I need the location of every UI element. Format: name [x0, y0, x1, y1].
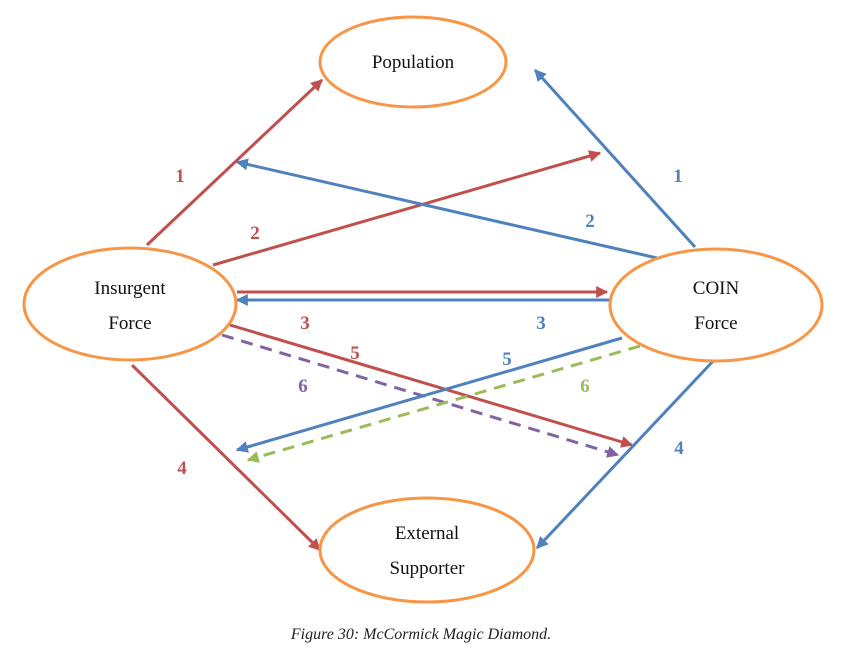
insurgent-edge-1 — [145, 78, 324, 247]
node-external-supporter: External Supporter — [318, 496, 536, 604]
insurgent-edge-4 — [130, 363, 322, 552]
node-label: COIN — [693, 278, 740, 299]
node-label: Force — [694, 313, 737, 334]
insurgent-label-5: 5 — [350, 343, 360, 364]
insurgent-label-3: 3 — [300, 313, 310, 334]
coin-label-2: 2 — [585, 211, 595, 232]
node-label: External — [395, 523, 459, 544]
coin-edge-5 — [235, 336, 623, 453]
insurgent-edge-5 — [229, 323, 634, 448]
coin-edge-6 — [246, 344, 641, 463]
insurgent-label-6: 6 — [298, 376, 308, 397]
insurgent-label-1: 1 — [175, 166, 185, 187]
insurgent-label-4: 4 — [177, 458, 187, 479]
figure-caption: Figure 30: McCormick Magic Diamond. — [290, 626, 552, 643]
coin-edge-2 — [235, 158, 658, 260]
node-label: Population — [372, 52, 455, 73]
coin-edge-1 — [533, 68, 697, 249]
coin-label-6: 6 — [580, 376, 590, 397]
node-label: Force — [108, 313, 151, 334]
coin-label-5: 5 — [502, 349, 512, 370]
coin-label-4: 4 — [674, 438, 684, 459]
insurgent-edge-2 — [212, 150, 602, 267]
node-insurgent-force: Insurgent Force — [22, 246, 238, 362]
node-population: Population — [318, 15, 508, 109]
node-label: Supporter — [390, 558, 466, 579]
coin-label-3: 3 — [536, 313, 546, 334]
node-coin-force: COIN Force — [608, 247, 824, 363]
coin-edge-4 — [535, 356, 718, 550]
coin-label-1: 1 — [673, 166, 683, 187]
insurgent-edge-6 — [221, 333, 620, 458]
insurgent-label-2: 2 — [250, 223, 260, 244]
node-label: Insurgent — [94, 278, 166, 299]
